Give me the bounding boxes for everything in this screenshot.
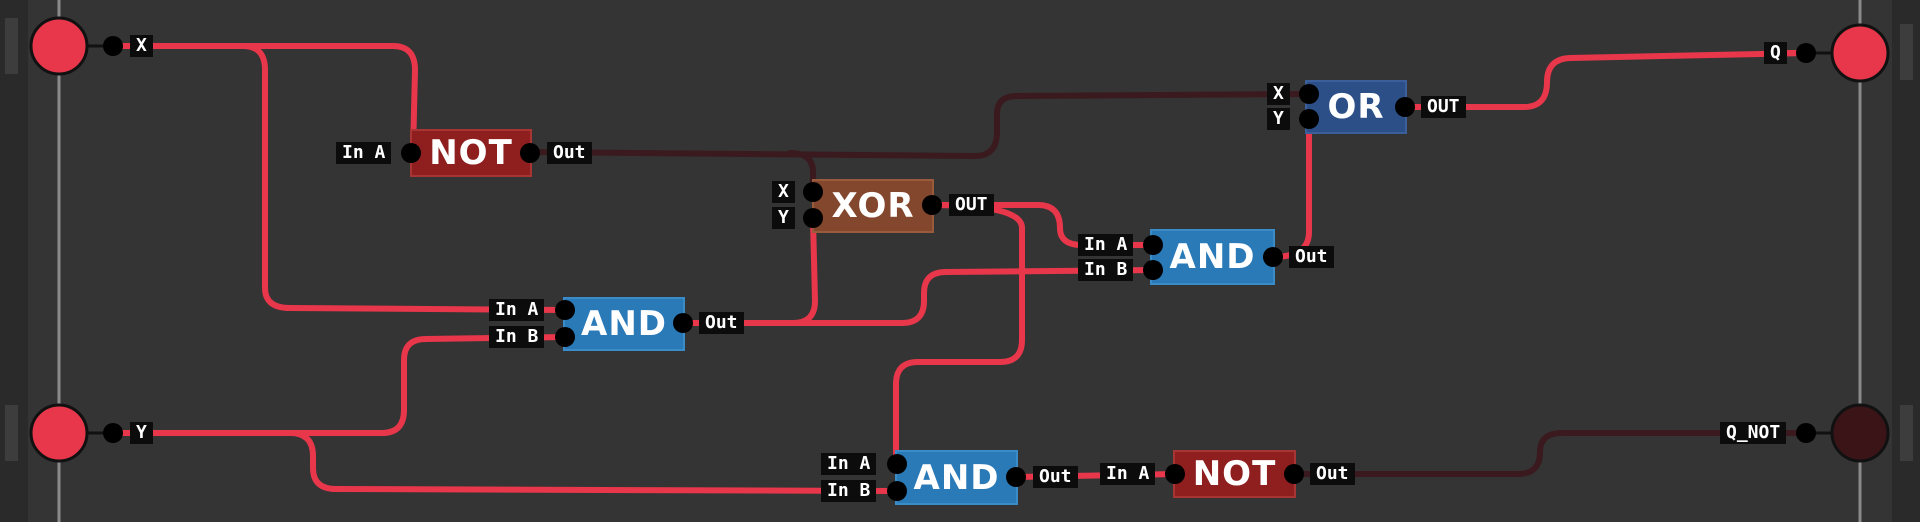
or-gate-x-label: X: [1267, 83, 1290, 105]
wire-xor-out-to-and-bottom-a[interactable]: [893, 202, 1025, 467]
not-gate-top-out-pin[interactable]: [520, 143, 540, 163]
and-gate-mid-title: AND: [581, 304, 667, 344]
output-q-indicator: [1830, 23, 1890, 83]
and-gate-right[interactable]: AND: [1150, 229, 1275, 285]
right-rail-slot-bottom: [1900, 405, 1913, 461]
xor-gate-y-pin[interactable]: [803, 208, 823, 228]
and-gate-bottom-out-pin[interactable]: [1006, 467, 1026, 487]
or-gate-title: OR: [1327, 87, 1385, 127]
input-x-pin[interactable]: [103, 36, 123, 56]
wire-y-to-and-bottom-b[interactable]: [140, 430, 900, 494]
and-gate-bottom-in-a-pin[interactable]: [887, 454, 907, 474]
wire-and-mid-out-to-xor-y[interactable]: [680, 216, 818, 326]
or-gate[interactable]: OR: [1305, 80, 1407, 134]
wire-not-bottom-to-q-not[interactable]: [1291, 430, 1809, 477]
and-gate-bottom-out-label: Out: [1033, 466, 1078, 488]
not-gate-bottom[interactable]: NOT: [1173, 450, 1296, 498]
not-gate-top-title: NOT: [429, 133, 513, 173]
and-gate-right-in-b-label: In B: [1078, 259, 1134, 281]
and-gate-bottom-in-b-pin[interactable]: [887, 481, 907, 501]
and-gate-mid[interactable]: AND: [563, 297, 685, 351]
wire-and-mid-out-to-and-right-b[interactable]: [680, 267, 1156, 326]
xor-gate[interactable]: XOR: [812, 179, 934, 233]
not-gate-top[interactable]: NOT: [410, 129, 532, 177]
not-gate-bottom-out-pin[interactable]: [1284, 464, 1304, 484]
left-rail-slot-bottom: [5, 405, 18, 461]
wire-x-to-and-mid-a[interactable]: [140, 43, 568, 313]
output-q-not-label: Q_NOT: [1720, 422, 1787, 444]
not-gate-top-in-a-pin[interactable]: [401, 143, 421, 163]
and-gate-right-out-pin[interactable]: [1263, 247, 1283, 267]
wire-not-top-to-or-x[interactable]: [527, 91, 1313, 159]
or-gate-out-pin[interactable]: [1395, 97, 1415, 117]
and-gate-mid-in-a-label: In A: [489, 299, 545, 321]
output-q-not-indicator: [1830, 403, 1890, 463]
and-gate-bottom[interactable]: AND: [895, 450, 1018, 505]
wire-x-to-not-top[interactable]: [140, 43, 418, 156]
and-gate-mid-in-a-pin[interactable]: [555, 300, 575, 320]
wire-or-out-to-q[interactable]: [1402, 50, 1809, 110]
input-x-label: X: [130, 35, 153, 57]
input-x-toggle[interactable]: [29, 16, 89, 76]
xor-gate-out-label: OUT: [949, 194, 994, 216]
output-q-not-pin[interactable]: [1796, 423, 1816, 443]
wire-y-to-and-mid-b[interactable]: [140, 334, 568, 436]
not-gate-top-out-label: Out: [547, 142, 592, 164]
input-y-pin[interactable]: [103, 423, 123, 443]
and-gate-mid-out-pin[interactable]: [673, 313, 693, 333]
and-gate-right-in-a-pin[interactable]: [1143, 235, 1163, 255]
xor-gate-y-label: Y: [772, 207, 795, 229]
xor-gate-x-pin[interactable]: [803, 182, 823, 202]
and-gate-mid-in-b-pin[interactable]: [555, 327, 575, 347]
or-gate-y-label: Y: [1267, 108, 1290, 130]
and-gate-right-in-a-label: In A: [1078, 234, 1134, 256]
or-gate-x-pin[interactable]: [1299, 84, 1319, 104]
and-gate-bottom-in-a-label: In A: [821, 453, 877, 475]
not-gate-bottom-title: NOT: [1192, 454, 1277, 494]
and-gate-right-in-b-pin[interactable]: [1143, 260, 1163, 280]
xor-gate-x-label: X: [772, 181, 795, 203]
and-gate-bottom-in-b-label: In B: [821, 480, 877, 502]
input-y-toggle[interactable]: [29, 403, 89, 463]
or-gate-out-label: OUT: [1421, 96, 1466, 118]
wire-xor-out-to-and-right-a[interactable]: [929, 202, 1156, 248]
not-gate-bottom-out-label: Out: [1310, 463, 1355, 485]
right-rail-slot-top: [1900, 24, 1913, 80]
not-gate-bottom-in-a-pin[interactable]: [1165, 464, 1185, 484]
and-gate-mid-in-b-label: In B: [489, 326, 545, 348]
input-y-label: Y: [130, 422, 153, 444]
output-q-pin[interactable]: [1796, 43, 1816, 63]
wire-not-top-to-xor-x[interactable]: [787, 150, 816, 196]
left-rail-slot-top: [5, 18, 18, 74]
output-q-label: Q: [1764, 42, 1787, 64]
not-gate-bottom-in-a-label: In A: [1100, 463, 1156, 485]
and-gate-right-out-label: Out: [1289, 246, 1334, 268]
and-gate-mid-out-label: Out: [699, 312, 744, 334]
or-gate-y-pin[interactable]: [1299, 109, 1319, 129]
not-gate-top-in-a-label: In A: [336, 142, 392, 164]
xor-gate-title: XOR: [831, 186, 915, 226]
wire-and-right-out-to-or-y[interactable]: [1270, 116, 1312, 260]
xor-gate-out-pin[interactable]: [922, 195, 942, 215]
and-gate-bottom-title: AND: [913, 457, 1000, 498]
and-gate-right-title: AND: [1169, 237, 1256, 277]
